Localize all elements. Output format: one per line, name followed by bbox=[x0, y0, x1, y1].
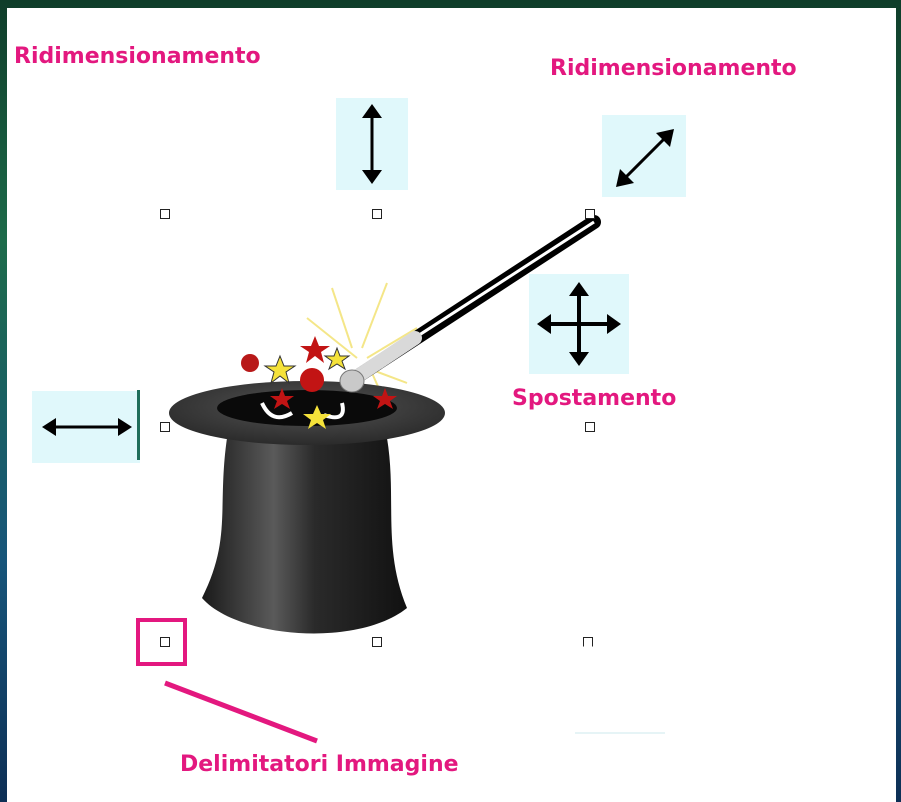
label-image-handles: Delimitatori Immagine bbox=[180, 752, 459, 777]
vertical-resize-icon bbox=[336, 98, 408, 190]
resize-handle-top-center[interactable] bbox=[372, 209, 382, 219]
move-icon bbox=[529, 274, 629, 374]
handle-highlight-box bbox=[136, 618, 187, 666]
resize-handle-middle-left[interactable] bbox=[160, 422, 170, 432]
diagonal-resize-icon bbox=[602, 115, 686, 197]
magic-hat-clipart[interactable] bbox=[157, 208, 607, 658]
label-resize-top-left: Ridimensionamento bbox=[14, 44, 261, 69]
label-move: Spostamento bbox=[512, 386, 677, 411]
resize-handle-top-left[interactable] bbox=[160, 209, 170, 219]
resize-edge-bar bbox=[137, 390, 140, 460]
horizontal-resize-icon bbox=[32, 391, 140, 463]
faint-divider bbox=[575, 732, 665, 734]
resize-handle-bottom-center[interactable] bbox=[372, 637, 382, 647]
slide-canvas: Ridimensionamento Ridimensionamento Spos… bbox=[7, 8, 896, 802]
resize-handle-top-right[interactable] bbox=[585, 209, 595, 219]
resize-handle-bottom-right[interactable] bbox=[583, 637, 593, 647]
resize-handle-bottom-left[interactable] bbox=[160, 637, 170, 647]
label-resize-top-right: Ridimensionamento bbox=[550, 56, 797, 81]
resize-handle-middle-right[interactable] bbox=[585, 422, 595, 432]
